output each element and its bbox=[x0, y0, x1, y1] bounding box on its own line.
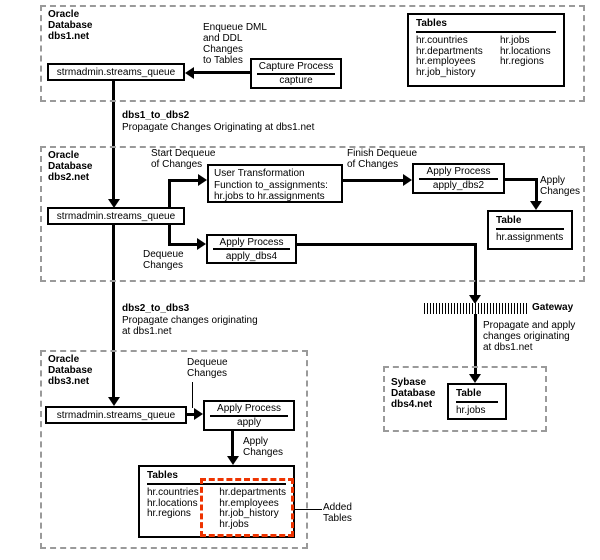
propagation-dbs1-to-dbs2-desc: Propagate Changes Originating at dbs1.ne… bbox=[122, 122, 315, 133]
table-jobs-title: Table bbox=[456, 388, 498, 403]
arrow-queue2-to-applydbs4-head bbox=[197, 238, 206, 250]
arrow-gateway-to-tablejobs-line bbox=[474, 314, 477, 375]
tables-box-dbs3: Tables hr.countries hr.locations hr.regi… bbox=[138, 465, 295, 538]
tables-dbs3-title: Tables bbox=[147, 470, 286, 485]
queue-box-dbs1: strmadmin.streams_queue bbox=[47, 63, 185, 81]
apply-process-dbs3-name: apply bbox=[237, 417, 261, 429]
arrow-applydbs4-to-gateway-vline bbox=[474, 243, 477, 296]
arrow-queue1-to-queue2-line bbox=[112, 81, 115, 201]
capture-process-box: Capture Process capture bbox=[250, 58, 342, 89]
tables-dbs1-col1: hr.countries hr.departments hr.employees… bbox=[416, 35, 483, 78]
arrow-applydbs4-to-gateway-hline bbox=[297, 243, 477, 246]
added-tables-pointer-line bbox=[294, 509, 322, 510]
dbs2-title: Oracle Database dbs2.net bbox=[48, 150, 93, 183]
arrow-apply-to-tables-head bbox=[227, 456, 239, 465]
apply-process-dbs4-title: Apply Process bbox=[219, 236, 284, 248]
apply-process-dbs2-box: Apply Process apply_dbs2 bbox=[412, 163, 505, 194]
enqueue-label: Enqueue DML and DDL Changes to Tables bbox=[203, 22, 267, 66]
arrow-transform-to-applydbs2-line bbox=[342, 179, 404, 182]
arrow-queue2-to-queue3-head bbox=[108, 397, 120, 406]
table-assignments-title: Table bbox=[496, 215, 564, 230]
apply-changes-label-dbs2: Apply Changes bbox=[540, 175, 581, 197]
apply-changes-label-dbs3: Apply Changes bbox=[243, 436, 284, 458]
arrow-queue2-to-applydbs4-vline bbox=[168, 225, 171, 246]
dbs4-title: Sybase Database dbs4.net bbox=[391, 377, 436, 410]
arrow-applydbs2-to-table-hline bbox=[505, 178, 538, 181]
capture-process-divider bbox=[257, 72, 335, 75]
table-jobs-name: hr.jobs bbox=[456, 405, 486, 416]
apply-process-dbs4-box: Apply Process apply_dbs4 bbox=[206, 234, 297, 264]
apply-process-dbs4-divider bbox=[213, 248, 290, 250]
arrow-queue2-to-applydbs4-hline bbox=[168, 243, 198, 246]
finish-dequeue-label: Finish Dequeue of Changes bbox=[347, 148, 418, 170]
arrow-queue2-to-transform-head bbox=[198, 174, 207, 186]
arrow-capture-to-queue1-line bbox=[193, 71, 250, 74]
dequeue-changes-label-dbs2: Dequeue Changes bbox=[143, 249, 184, 271]
capture-process-name: capture bbox=[279, 75, 313, 87]
arrow-queue1-to-queue2-head bbox=[108, 199, 120, 208]
tables-dbs1-col2: hr.jobs hr.locations hr.regions bbox=[500, 35, 551, 67]
apply-process-dbs2-divider bbox=[419, 177, 498, 180]
queue-box-dbs2: strmadmin.streams_queue bbox=[47, 207, 185, 225]
apply-process-dbs3-box: Apply Process apply bbox=[203, 400, 295, 431]
arrow-queue2-to-transform-hline bbox=[168, 179, 199, 182]
dbs1-title: Oracle Database dbs1.net bbox=[48, 9, 93, 42]
queue-dbs1-label: strmadmin.streams_queue bbox=[56, 66, 176, 78]
dbs4-region bbox=[383, 366, 547, 432]
tables-box-dbs1: Tables hr.countries hr.departments hr.em… bbox=[407, 13, 565, 87]
apply-process-dbs3-divider bbox=[210, 414, 288, 417]
apply-process-dbs2-name: apply_dbs2 bbox=[432, 180, 485, 192]
start-dequeue-label: Start Dequeue of Changes bbox=[151, 148, 216, 170]
queue-dbs3-label: strmadmin.streams_queue bbox=[56, 409, 176, 421]
arrow-queue2-to-transform-vline bbox=[168, 180, 171, 207]
dbs1-region bbox=[40, 5, 585, 102]
apply-process-dbs4-name: apply_dbs4 bbox=[225, 250, 278, 262]
dbs3-region bbox=[40, 350, 308, 549]
arrow-applydbs4-to-gateway-head bbox=[469, 295, 481, 304]
propagation-dbs2-to-dbs3-name: dbs2_to_dbs3 bbox=[122, 303, 190, 314]
dbs3-title: Oracle Database dbs3.net bbox=[48, 354, 93, 387]
added-tables-label: Added Tables bbox=[323, 502, 352, 524]
dbs2-region bbox=[40, 146, 585, 282]
arrow-applydbs2-to-table-vline bbox=[535, 178, 538, 203]
propagation-dbs2-to-dbs3-desc: Propagate changes originating at dbs1.ne… bbox=[122, 315, 258, 337]
tables-dbs3-col2: hr.departments hr.employees hr.job_histo… bbox=[219, 487, 286, 530]
apply-process-dbs3-title: Apply Process bbox=[217, 402, 281, 414]
table-assignments-name: hr.assignments bbox=[496, 232, 564, 243]
arrow-queue3-to-apply-head bbox=[194, 408, 203, 420]
arrow-apply-to-tables-line bbox=[231, 431, 234, 456]
arrow-queue2-to-queue3-line bbox=[112, 225, 115, 398]
arrow-applydbs2-to-table-head bbox=[530, 201, 542, 210]
arrow-queue3-to-apply-line bbox=[187, 413, 196, 416]
propagation-dbs1-to-dbs2-name: dbs1_to_dbs2 bbox=[122, 110, 190, 121]
added-tables-box bbox=[200, 478, 294, 537]
queue-box-dbs3: strmadmin.streams_queue bbox=[45, 406, 187, 424]
tables-dbs3-col1: hr.countries hr.locations hr.regions bbox=[147, 487, 199, 519]
gateway-hatch-bars bbox=[424, 303, 528, 314]
queue-dbs2-label: strmadmin.streams_queue bbox=[56, 210, 176, 222]
capture-process-title: Capture Process bbox=[258, 60, 334, 72]
gateway-label: Gateway bbox=[532, 302, 574, 313]
arrow-capture-to-queue1-head bbox=[185, 67, 194, 79]
gateway-desc: Propagate and apply changes originating … bbox=[483, 320, 576, 353]
table-assignments-box: Table hr.assignments bbox=[487, 210, 573, 250]
dequeue-changes-pointer-line bbox=[192, 382, 193, 408]
arrow-transform-to-applydbs2-head bbox=[403, 174, 412, 186]
dequeue-changes-label-dbs3: Dequeue Changes bbox=[187, 357, 228, 379]
arrow-gateway-to-tablejobs-head bbox=[469, 374, 481, 383]
table-jobs-box: Table hr.jobs bbox=[447, 383, 507, 420]
tables-dbs1-title: Tables bbox=[416, 18, 556, 33]
transformation-box: User Transformation Function to_assignme… bbox=[207, 164, 343, 203]
apply-process-dbs2-title: Apply Process bbox=[426, 165, 491, 177]
